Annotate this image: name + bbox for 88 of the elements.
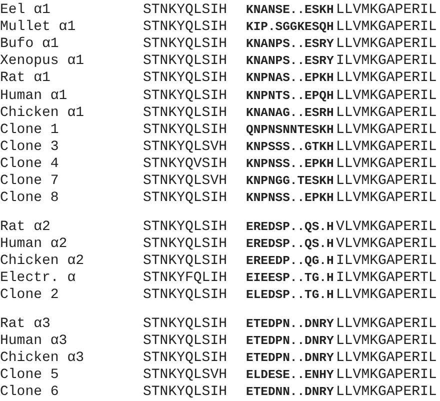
- species-name: Xenopus α1: [0, 53, 84, 70]
- sequence: LLVMKGAPERIL: [336, 173, 437, 189]
- sequence: VLVMKGAPERIL: [336, 236, 437, 252]
- sequence: LLVMKGAPERIL: [336, 384, 437, 400]
- sequence: ILVMKGAPERIL: [336, 53, 437, 70]
- species-name: Rat α3: [0, 316, 50, 332]
- sequence: STNKYQLSIH: [143, 384, 228, 400]
- variable-sequence: ETEDPN..DNRY: [246, 350, 334, 366]
- sequence: LLVMKGAPERIL: [336, 104, 437, 121]
- sequence: LLVMKGAPERIL: [336, 156, 437, 172]
- sequence: LLVMKGAPERIL: [336, 36, 437, 52]
- species-name: Chicken α1: [0, 104, 84, 121]
- sequence: STNKYQLSIH: [143, 190, 228, 206]
- species-name: Clone 2: [0, 287, 59, 304]
- sequence: LLVMKGAPERIL: [336, 190, 437, 206]
- species-name: Clone 8: [0, 190, 59, 206]
- species-name: Human α1: [0, 88, 68, 104]
- sequence: LLVMKGAPERIL: [336, 88, 437, 104]
- variable-sequence: ETEDNN..DNRY: [246, 384, 334, 400]
- sequence: STNKYQVSIH: [143, 156, 228, 172]
- species-name: Rat α2: [0, 218, 50, 235]
- variable-sequence: EREDSP..QS.H: [246, 218, 334, 235]
- sequence: STNKYQLSIH: [143, 70, 228, 86]
- variable-sequence: KNPNGG.TESKH: [246, 173, 334, 189]
- sequence: LLVMKGAPERIL: [336, 70, 437, 86]
- variable-sequence: ETEDPN..DNRY: [246, 316, 334, 332]
- sequence: STNKYQLSIH: [143, 236, 228, 252]
- species-name: Rat α1: [0, 70, 50, 86]
- sequence: STNKYQLSIH: [143, 350, 228, 366]
- species-name: Clone 5: [0, 367, 59, 383]
- variable-sequence: EREDSP..QS.H: [246, 236, 334, 252]
- sequence: STNKYQLSIH: [143, 53, 228, 70]
- variable-sequence: ELDESE..ENHY: [246, 367, 334, 383]
- species-name: Clone 6: [0, 384, 59, 400]
- sequence: LLVMKGAPERIL: [336, 367, 437, 383]
- sequence: STNKYQLSIH: [143, 332, 228, 349]
- variable-sequence: ETEDPN..DNRY: [246, 332, 334, 349]
- variable-sequence: KNPNTS..EPQH: [246, 88, 334, 104]
- species-name: Clone 1: [0, 122, 59, 138]
- variable-sequence: EREEDP..QG.H: [246, 252, 334, 269]
- sequence: STNKYQLSVH: [143, 367, 228, 383]
- sequence: LLVMKGAPERIL: [336, 332, 437, 349]
- sequence: STNKYQLSIH: [143, 287, 228, 304]
- sequence: STNKYQLSVH: [143, 138, 228, 155]
- sequence: ILVMKGAPERTL: [336, 270, 437, 286]
- sequence: STNKYQLSIH: [143, 19, 228, 36]
- species-name: Clone 7: [0, 173, 59, 189]
- sequence: LLVMKGAPERIL: [336, 287, 437, 304]
- variable-sequence: KIP.SGGKESQH: [246, 19, 334, 36]
- sequence: STNKYQLSIH: [143, 2, 228, 18]
- sequence: STNKYQLSIH: [143, 122, 228, 138]
- species-name: Clone 4: [0, 156, 59, 172]
- sequence: VLVMKGAPERIL: [336, 218, 437, 235]
- sequence: LLVMKGAPERIL: [336, 122, 437, 138]
- sequence: LLVMKGAPERIL: [336, 138, 437, 155]
- species-name: Human α3: [0, 332, 68, 349]
- species-name: Chicken α3: [0, 350, 84, 366]
- sequence: STNKYFQLIH: [143, 270, 228, 286]
- variable-sequence: QNPNSNNTESKH: [246, 122, 334, 138]
- sequence: STNKYQLSIH: [143, 36, 228, 52]
- sequence: STNKYQLSIH: [143, 252, 228, 269]
- sequence: LLVMKGAPERIL: [336, 2, 437, 18]
- variable-sequence: ELEDSP..TG.H: [246, 287, 334, 304]
- species-name: Bufo α1: [0, 36, 59, 52]
- sequence: STNKYQLSIH: [143, 88, 228, 104]
- sequence: LLVMKGAPERIL: [336, 316, 437, 332]
- species-name: Chicken α2: [0, 252, 84, 269]
- species-name: Clone 3: [0, 138, 59, 155]
- variable-sequence: KNPNSS..EPKH: [246, 156, 334, 172]
- variable-sequence: KNANPS..ESRY: [246, 53, 334, 70]
- variable-sequence: KNANPS..ESRY: [246, 36, 334, 52]
- species-name: Electr. α: [0, 270, 76, 286]
- variable-sequence: KNPSSS..GTKH: [246, 138, 334, 155]
- species-name: Human α2: [0, 236, 68, 252]
- variable-sequence: KNANAG..ESRH: [246, 104, 334, 121]
- species-name: Mullet α1: [0, 19, 76, 36]
- variable-sequence: KNPNAS..EPKH: [246, 70, 334, 86]
- sequence: LLVMKGAPERIL: [336, 350, 437, 366]
- variable-sequence: KNANSE..ESKH: [246, 2, 334, 18]
- variable-sequence: EIEESP..TG.H: [246, 270, 334, 286]
- sequence: STNKYQLSIH: [143, 316, 228, 332]
- sequence: LLVMKGAPERIL: [336, 19, 437, 36]
- species-name: Eel α1: [0, 2, 50, 18]
- sequence: STNKYQLSIH: [143, 218, 228, 235]
- sequence: ILVMKGAPERIL: [336, 252, 437, 269]
- variable-sequence: KNPNSS..EPKH: [246, 190, 334, 206]
- sequence: STNKYQLSVH: [143, 173, 228, 189]
- sequence: STNKYQLSIH: [143, 104, 228, 121]
